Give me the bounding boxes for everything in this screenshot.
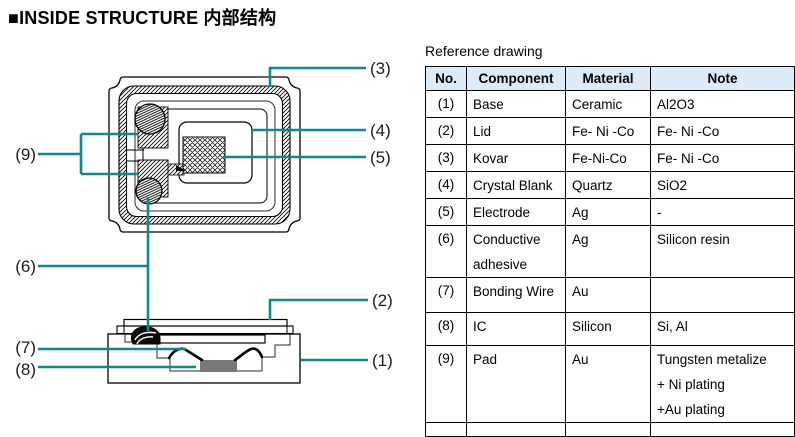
- cell-component: Crystal Blank: [466, 171, 566, 199]
- leader-lines: [38, 66, 368, 369]
- cell-no: (8): [425, 312, 467, 346]
- cell-no: (5): [425, 198, 467, 226]
- table-header-row: No. Component Material Note: [425, 66, 795, 91]
- cell-empty: [565, 422, 651, 437]
- top-view: [108, 76, 301, 233]
- cell-material: Au: [565, 345, 651, 423]
- cell-no: (7): [425, 277, 467, 313]
- cell-material: Fe- Ni -Co: [565, 117, 651, 145]
- table-row: (6) Conductive adhesive Ag Silicon resin: [425, 225, 795, 278]
- cell-no: (2): [425, 117, 467, 145]
- table-row: (3) Kovar Fe-Ni-Co Fe- Ni -Co: [425, 144, 795, 172]
- cell-empty: [650, 422, 795, 437]
- cell-note: Fe- Ni -Co: [650, 144, 795, 172]
- table-row: (8) IC Silicon Si, Al: [425, 312, 795, 346]
- cell-no: (9): [425, 345, 467, 423]
- adhesive-blob: [130, 326, 161, 345]
- table-row: (7) Bonding Wire Au: [425, 277, 795, 313]
- cell-component: Electrode: [466, 198, 566, 226]
- callout-8: (8): [15, 360, 36, 379]
- cell-material: Silicon: [565, 312, 651, 346]
- cell-material: Ag: [565, 198, 651, 226]
- callout-7: (7): [15, 338, 36, 357]
- table-row: (5) Electrode Ag -: [425, 198, 795, 226]
- cell-no: (4): [425, 171, 467, 199]
- leader-2: [268, 298, 368, 320]
- bonding-wire-right: [233, 347, 264, 362]
- cell-component: Pad: [466, 345, 566, 423]
- col-header-note: Note: [650, 66, 795, 91]
- cell-no: (6): [425, 225, 467, 278]
- cell-material: Ag: [565, 225, 651, 278]
- cell-component: Bonding Wire: [466, 277, 566, 313]
- cell-note: [650, 277, 795, 313]
- callout-labels: (3) (4) (5) (2) (1) (9) (6) (7) (8): [15, 59, 393, 379]
- adhesive-blob-streaks: [134, 331, 157, 345]
- reference-table: No. Component Material Note (1) Base Cer…: [425, 66, 795, 437]
- leader-6: [38, 197, 150, 331]
- side-view: [107, 318, 301, 384]
- page-title: ■INSIDE STRUCTURE 内部结构: [8, 8, 277, 28]
- col-header-component: Component: [466, 66, 566, 91]
- table-row-clipped: [425, 422, 795, 437]
- table-row: (2) Lid Fe- Ni -Co Fe- Ni -Co: [425, 117, 795, 145]
- cell-note: Silicon resin: [650, 225, 795, 278]
- structure-diagram-svg: (3) (4) (5) (2) (1) (9) (6) (7) (8): [15, 59, 393, 384]
- callout-2: (2): [372, 291, 393, 310]
- cell-no: (3): [425, 144, 467, 172]
- cell-component: Conductive adhesive: [466, 225, 566, 278]
- trace-weld-mark: [176, 165, 186, 171]
- cell-component: Base: [466, 90, 566, 118]
- cell-note: -: [650, 198, 795, 226]
- cell-component: Lid: [466, 117, 566, 145]
- col-header-no: No.: [425, 66, 467, 91]
- cell-material: Au: [565, 277, 651, 313]
- page: { "title": "■INSIDE STRUCTURE 内部结构", "re…: [8, 8, 795, 437]
- callout-4: (4): [370, 121, 391, 140]
- cell-note: Si, Al: [650, 312, 795, 346]
- reference-drawing-caption: Reference drawing: [425, 43, 543, 59]
- callout-5: (5): [370, 148, 391, 167]
- table-row: (9) Pad Au Tungsten metalize + Ni platin…: [425, 345, 795, 423]
- lid: [123, 318, 288, 327]
- callout-6: (6): [15, 257, 36, 276]
- leader-3: [268, 66, 366, 87]
- cell-component: IC: [466, 312, 566, 346]
- cell-note: SiO2: [650, 171, 795, 199]
- cell-component: Kovar: [466, 144, 566, 172]
- callout-1: (1): [372, 351, 393, 370]
- electrode: [182, 136, 226, 174]
- callout-9: (9): [15, 145, 36, 164]
- cell-material: Ceramic: [565, 90, 651, 118]
- table-row: (1) Base Ceramic Al2O3: [425, 90, 795, 118]
- cell-no: (1): [425, 90, 467, 118]
- ic-chip: [200, 360, 237, 372]
- cell-empty: [425, 422, 467, 437]
- leader-9: [38, 132, 138, 176]
- cell-note: Tungsten metalize + Ni plating +Au plati…: [650, 345, 795, 423]
- cell-material: Quartz: [565, 171, 651, 199]
- adhesive-dot-top: [134, 103, 166, 135]
- callout-3: (3): [370, 59, 391, 78]
- cell-note: Fe- Ni -Co: [650, 117, 795, 145]
- cell-note: Al2O3: [650, 90, 795, 118]
- cell-empty: [466, 422, 566, 437]
- cell-material: Fe-Ni-Co: [565, 144, 651, 172]
- structure-diagram: (3) (4) (5) (2) (1) (9) (6) (7) (8): [15, 59, 393, 384]
- table-row: (4) Crystal Blank Quartz SiO2: [425, 171, 795, 199]
- col-header-material: Material: [565, 66, 651, 91]
